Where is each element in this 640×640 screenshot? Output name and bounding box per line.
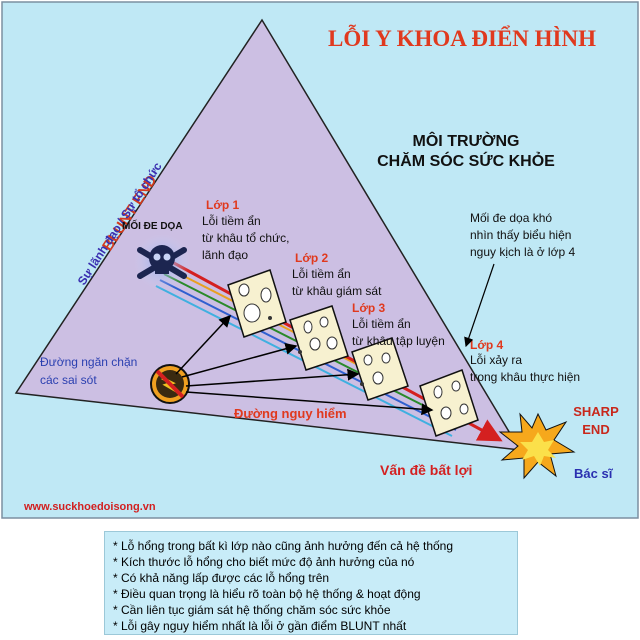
- no-entry-icon: [150, 364, 190, 404]
- svg-text:từ khâu tổ chức,: từ khâu tổ chức,: [202, 231, 289, 245]
- diagram-title: LỖI Y KHOA ĐIỂN HÌNH: [328, 24, 596, 51]
- note-item: * Lỗi gây nguy hiểm nhất là lỗi ở gần đi…: [113, 619, 407, 633]
- svg-text:Lỗi tiềm ẩn: Lỗi tiềm ẩn: [352, 316, 411, 331]
- svg-text:Lỗi tiềm ẩn: Lỗi tiềm ẩn: [202, 213, 261, 228]
- svg-text:từ khâu tập luyện: từ khâu tập luyện: [352, 334, 445, 348]
- diagram-stage: LỖI Y KHOA ĐIỂN HÌNH MÔI TRƯỜNG CHĂM SÓC…: [1, 1, 639, 519]
- layer-slice-2: [289, 305, 349, 371]
- environment-line2: CHĂM SÓC SỨC KHỎE: [377, 151, 555, 170]
- notes-box: * Lỗ hổng trong bất kì lớp nào cũng ảnh …: [104, 531, 518, 635]
- layer-slice-4: [419, 369, 479, 437]
- defense-line-label-1: Đường ngăn chặn: [40, 355, 137, 369]
- svg-text:Lớp 3: Lớp 3: [352, 301, 386, 315]
- environment-line1: MÔI TRƯỜNG: [413, 131, 520, 150]
- layer-3-label: Lớp 3 Lỗi tiềm ẩn từ khâu tập luyện: [352, 301, 445, 348]
- explosion-icon: [498, 412, 576, 480]
- doctor-label: Bác sĩ: [574, 466, 614, 481]
- svg-text:lãnh đạo: lãnh đạo: [202, 248, 248, 262]
- hidden-threat-note: Mối đe dọa khó nhìn thấy biểu hiện nguy …: [470, 211, 575, 259]
- layer-slice-1: [227, 269, 287, 338]
- svg-text:nhìn thấy biểu hiện: nhìn thấy biểu hiện: [470, 228, 571, 242]
- sharp-end-line2: END: [582, 422, 609, 437]
- adverse-event-label: Vấn đề bất lợi: [380, 462, 472, 478]
- note-arrow: [464, 263, 495, 348]
- note-item: * Lỗ hổng trong bất kì lớp nào cũng ảnh …: [113, 539, 454, 553]
- layer-slice-3: [351, 337, 409, 401]
- diagram-canvas: LỖI Y KHOA ĐIỂN HÌNH MÔI TRƯỜNG CHĂM SÓC…: [1, 1, 639, 519]
- svg-text:Lớp 4: Lớp 4: [470, 338, 504, 352]
- skull-crossbones-icon: [134, 234, 190, 290]
- threat-label: MỐI ĐE DỌA: [122, 218, 183, 232]
- svg-text:Lỗi xảy ra: Lỗi xảy ra: [470, 352, 522, 367]
- svg-text:trong khâu thực hiện: trong khâu thực hiện: [470, 370, 580, 384]
- layer-1-label: Lớp 1 Lỗi tiềm ẩn từ khâu tổ chức, lãnh …: [202, 198, 289, 262]
- layer-2-label: Lớp 2 Lỗi tiềm ẩn từ khâu giám sát: [292, 251, 382, 298]
- website-label: www.suckhoedoisong.vn: [23, 501, 156, 513]
- layer-4-label: Lớp 4 Lỗi xảy ra trong khâu thực hiện: [470, 338, 580, 384]
- svg-text:Mối đe dọa khó: Mối đe dọa khó: [470, 211, 552, 225]
- defense-line-label-2: các sai sót: [40, 373, 97, 387]
- note-item: * Kích thước lỗ hổng cho biết mức độ ảnh…: [113, 555, 415, 569]
- note-item: * Có khả năng lấp được các lỗ hổng trên: [113, 571, 330, 585]
- svg-text:Lớp 2: Lớp 2: [295, 251, 329, 265]
- note-item: * Cần liên tục giám sát hệ thống chăm só…: [113, 603, 391, 617]
- defense-arrows: [175, 314, 434, 416]
- note-item: * Điều quan trọng là hiểu rõ toàn bộ hệ …: [113, 587, 421, 601]
- svg-text:nguy kịch là ở lớp 4: nguy kịch là ở lớp 4: [470, 245, 575, 259]
- danger-path-label: Đường nguy hiểm: [234, 406, 347, 421]
- svg-text:Lỗi tiềm ẩn: Lỗi tiềm ẩn: [292, 266, 351, 281]
- svg-text:từ khâu giám sát: từ khâu giám sát: [292, 284, 382, 298]
- sharp-end-line1: SHARP: [573, 404, 619, 419]
- svg-text:Lớp 1: Lớp 1: [206, 198, 240, 212]
